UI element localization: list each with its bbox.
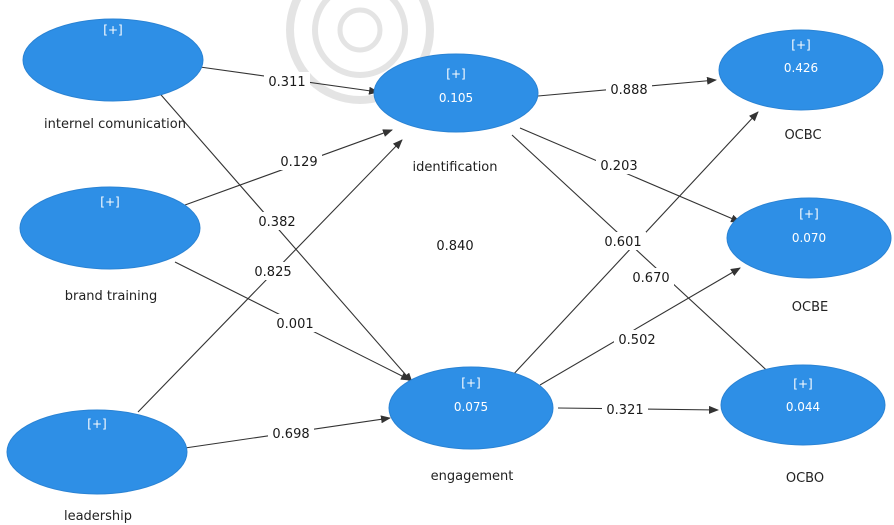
node-ocbc[interactable]: [+] 0.426 [718,29,884,111]
expand-toggle-icon[interactable]: [+] [100,195,119,209]
coef-internal-to-engagement: 0.382 [254,212,300,230]
coef-brand-to-engagement: 0.001 [272,314,318,332]
watermark-emblem [286,0,434,104]
expand-toggle-icon[interactable]: [+] [793,377,812,391]
coef-identification-to-ocbo-lower: 0.670 [628,268,674,286]
node-value: 0.070 [792,231,826,245]
path-line-internal-to-engagement [154,87,413,383]
coef-leadership-to-identification: 0.825 [250,262,296,280]
node-label-internal-communication: internel comunication [44,117,186,132]
svg-text:0.840: 0.840 [436,239,473,254]
node-value: 0.075 [454,400,488,414]
path-line-identification-to-ocbo [511,134,776,379]
node-engagement[interactable]: [+] 0.075 [388,366,554,450]
expand-toggle-icon[interactable]: [+] [799,207,818,221]
svg-text:0.670: 0.670 [632,271,669,286]
node-label-ocbe: OCBE [792,300,828,315]
node-value: 0.105 [439,91,473,105]
node-value: 0.044 [786,400,820,414]
svg-text:0.698: 0.698 [272,427,309,442]
expand-toggle-icon[interactable]: [+] [103,23,122,37]
svg-text:0.311: 0.311 [268,75,305,90]
expand-toggle-icon[interactable]: [+] [461,376,480,390]
node-identification[interactable]: [+] 0.105 [373,53,539,133]
node-value: 0.426 [784,61,818,75]
node-label-leadership: leadership [64,509,132,524]
svg-text:0.382: 0.382 [258,215,295,230]
coef-engagement-to-ocbo: 0.321 [602,400,648,418]
coef-internal-to-identification: 0.311 [264,72,310,90]
node-label-engagement: engagement [431,469,514,484]
coef-identification-to-ocbc: 0.888 [606,80,652,98]
path-line-engagement-to-ocbe [539,267,741,386]
coef-leadership-to-engagement: 0.698 [268,424,314,442]
node-ocbe[interactable]: [+] 0.070 [726,197,892,279]
node-label-brand-training: brand training [65,289,158,304]
coef-brand-to-identification: 0.129 [276,152,322,170]
node-brand-training[interactable]: [+] [19,186,201,270]
node-label-identification: identification [412,160,497,175]
svg-text:0.203: 0.203 [600,159,637,174]
expand-toggle-icon[interactable]: [+] [791,38,810,52]
node-label-ocbo: OCBO [786,471,824,486]
svg-text:0.001: 0.001 [276,317,313,332]
expand-toggle-icon[interactable]: [+] [87,417,106,431]
svg-text:0.601: 0.601 [604,235,641,250]
path-line-identification-to-ocbe [519,127,741,223]
svg-text:0.825: 0.825 [254,265,291,280]
svg-text:0.321: 0.321 [606,403,643,418]
node-leadership[interactable]: [+] [6,409,188,495]
coef-identification-to-ocbe: 0.203 [596,156,642,174]
svg-text:0.129: 0.129 [280,155,317,170]
coef-engagement-to-ocbc: 0.601 [600,232,646,250]
svg-text:0.502: 0.502 [618,333,655,348]
coef-identification-to-ocbo-center: 0.840 [432,236,478,254]
node-label-ocbc: OCBC [784,128,821,143]
node-internal-communication[interactable]: [+] [22,18,204,102]
node-ocbo[interactable]: [+] 0.044 [720,364,886,446]
coef-engagement-to-ocbe: 0.502 [614,330,660,348]
expand-toggle-icon[interactable]: [+] [446,67,465,81]
svg-text:0.888: 0.888 [610,83,647,98]
